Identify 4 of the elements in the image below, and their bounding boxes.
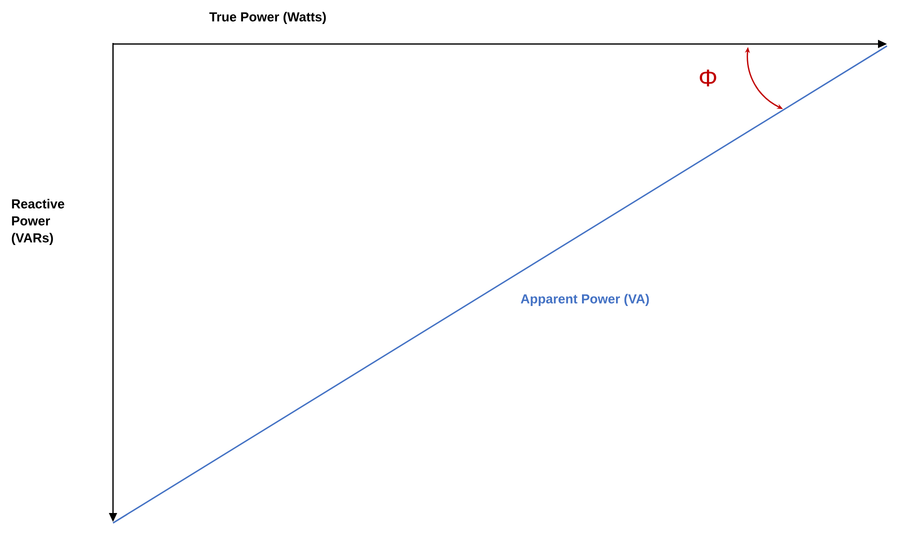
angle-symbol: Φ — [700, 70, 716, 86]
axis-label: True Power (Watts) — [209, 12, 326, 24]
hypotenuse-label: Apparent Power (VA) — [520, 294, 649, 306]
axis-label: Reactive Power (VARs) — [12, 198, 64, 246]
